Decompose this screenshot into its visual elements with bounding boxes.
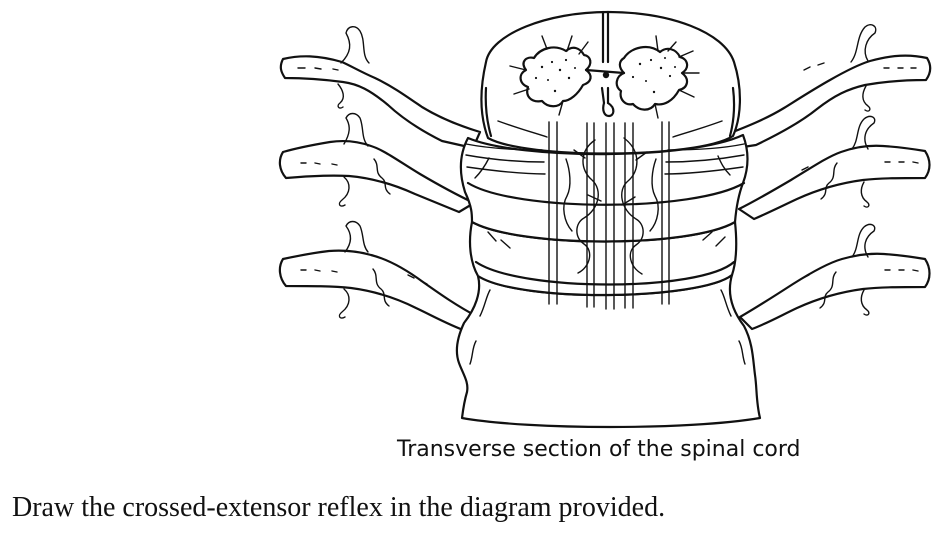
- right-middle-spinal-nerve: [737, 115, 931, 221]
- left-upper-spinal-nerve: [279, 26, 482, 150]
- left-lower-spinal-nerve: [278, 220, 480, 333]
- vertebral-body: [455, 273, 762, 429]
- root-fibers: [465, 120, 745, 175]
- figure-caption: Transverse section of the spinal cord: [397, 437, 801, 462]
- instruction-text: Draw the crossed-extensor reflex in the …: [12, 492, 666, 523]
- spinal-cord-cross-section: [480, 10, 742, 155]
- right-lower-spinal-nerve: [738, 223, 931, 331]
- right-upper-spinal-nerve: [723, 24, 932, 151]
- left-middle-spinal-nerve: [278, 112, 476, 214]
- central-canal-fibers: [548, 121, 670, 310]
